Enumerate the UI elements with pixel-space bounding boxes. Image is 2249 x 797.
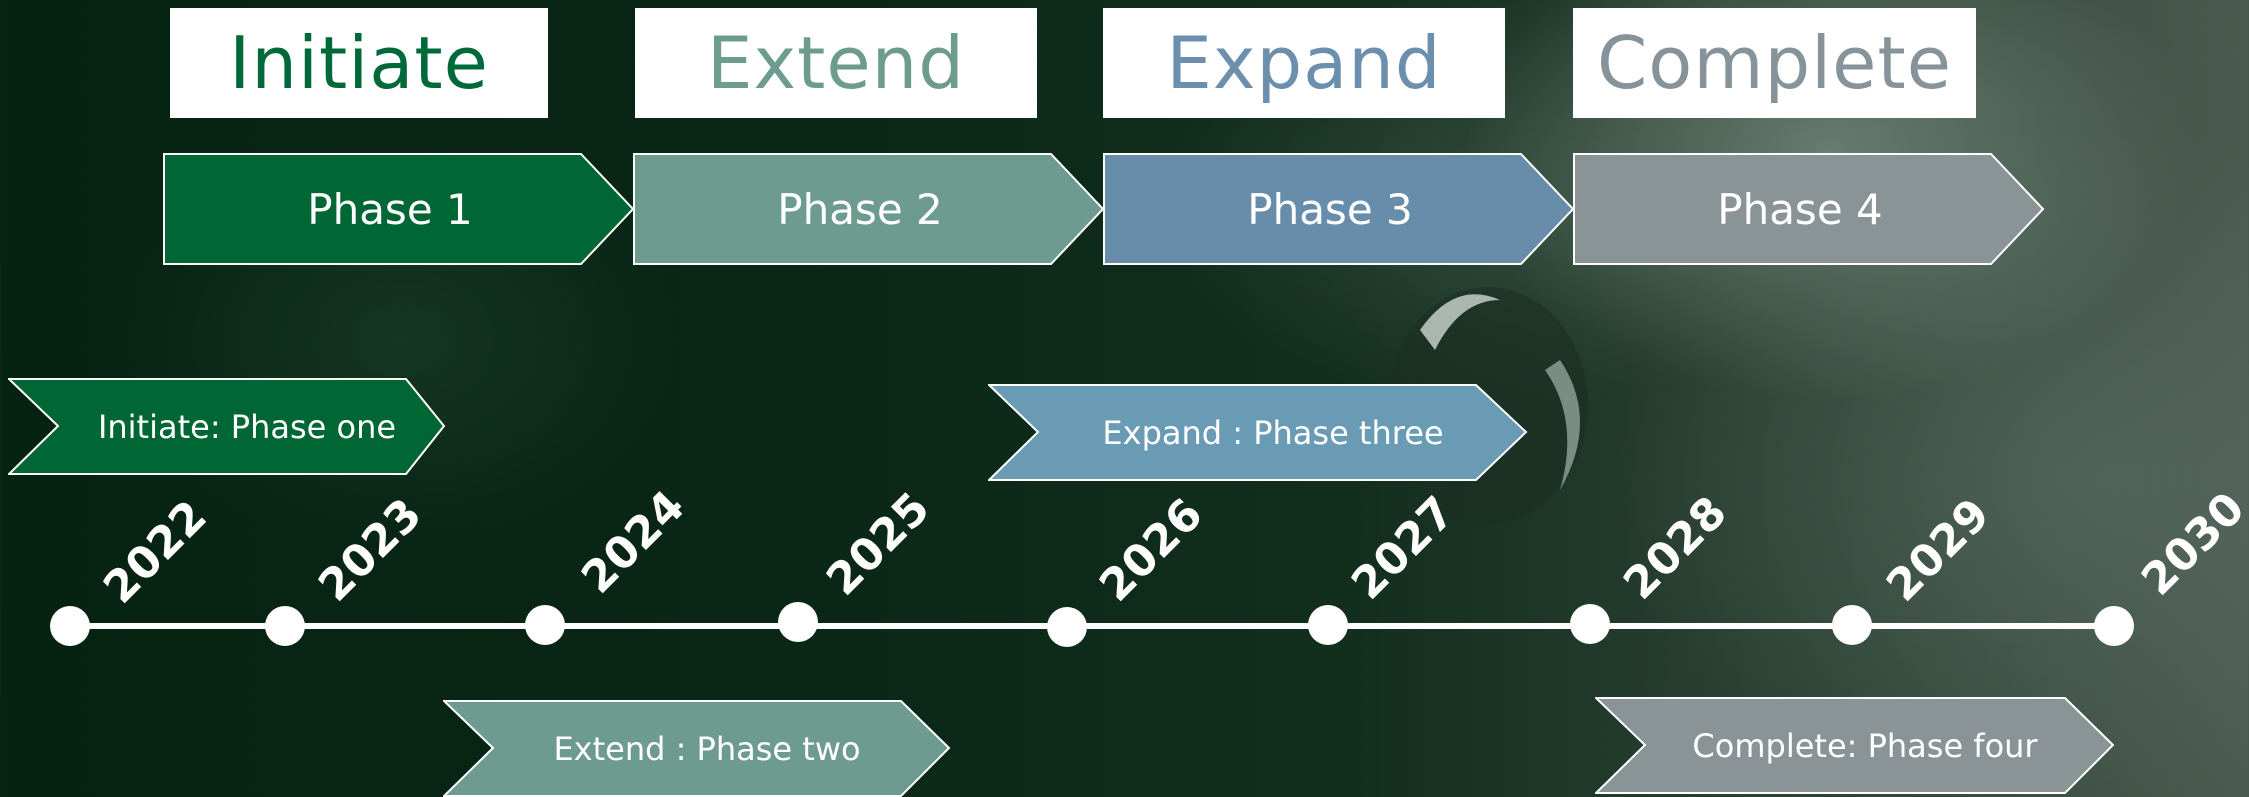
timeline-dot-2028 <box>1570 604 1610 644</box>
milestone-initiate-label: Initiate: Phase one <box>97 407 397 446</box>
milestone-expand: Expand : Phase three <box>988 384 1528 481</box>
phase-2-arrow: Phase 2 <box>633 153 1105 265</box>
timeline-dot-2022 <box>50 606 90 646</box>
milestone-extend: Extend : Phase two <box>443 700 951 797</box>
phase-2-label: Phase 2 <box>777 184 943 234</box>
timeline-dot-2023 <box>265 606 305 646</box>
timeline-dot-2025 <box>778 602 818 642</box>
milestone-complete-label: Complete: Phase four <box>1692 726 2038 765</box>
phase-3-arrow: Phase 3 <box>1103 153 1575 265</box>
milestone-extend-label: Extend : Phase two <box>553 729 861 768</box>
phase-4-label: Phase 4 <box>1717 184 1883 234</box>
stage-title-label: Extend <box>707 21 965 105</box>
phase-4-arrow: Phase 4 <box>1573 153 2045 265</box>
milestone-initiate: Initiate: Phase one <box>8 378 446 475</box>
phase-1-arrow: Phase 1 <box>163 153 635 265</box>
stage-title-label: Complete <box>1597 21 1952 105</box>
timeline-dot-2024 <box>525 605 565 645</box>
stage-title-complete: Complete <box>1573 8 1976 118</box>
stage-title-label: Expand <box>1166 21 1442 105</box>
stage-title-initiate: Initiate <box>170 8 548 118</box>
timeline-dot-2027 <box>1308 605 1348 645</box>
timeline-dot-2026 <box>1047 607 1087 647</box>
phase-1-label: Phase 1 <box>307 184 473 234</box>
milestone-expand-label: Expand : Phase three <box>1102 413 1444 452</box>
stage-title-extend: Extend <box>635 8 1037 118</box>
timeline-dot-2029 <box>1832 605 1872 645</box>
phase-3-label: Phase 3 <box>1247 184 1413 234</box>
timeline-dot-2030 <box>2094 606 2134 646</box>
milestone-complete: Complete: Phase four <box>1595 697 2115 794</box>
stage-title-label: Initiate <box>229 21 489 105</box>
stage-title-expand: Expand <box>1103 8 1505 118</box>
